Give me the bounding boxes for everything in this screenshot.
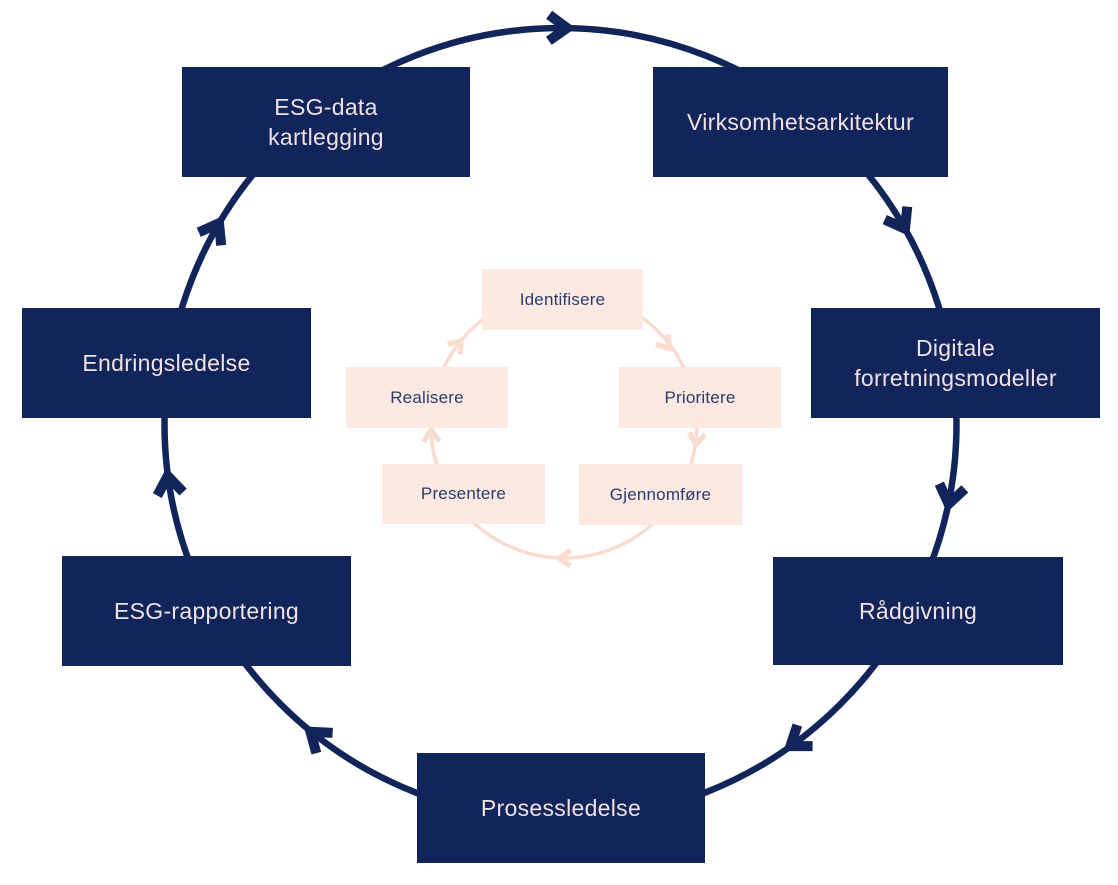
node-radgivning: Rådgivning — [773, 557, 1063, 665]
node-label: Endringsledelse — [82, 350, 251, 376]
node-label: Digitale — [915, 335, 996, 361]
node-label: Gjennomføre — [609, 484, 712, 504]
node-presentere: Presentere — [382, 464, 545, 524]
node-label: forretningsmodeller — [854, 365, 1057, 391]
node-digitale-forretningsmodeller: Digitale forretningsmodeller — [811, 308, 1100, 418]
node-esg-data-kartlegging: ESG-data kartlegging — [182, 67, 470, 177]
node-label: kartlegging — [268, 124, 384, 150]
arrow-presentere-to-realisere-icon — [421, 425, 442, 444]
node-label: Prioritere — [664, 387, 736, 407]
node-endringsledelse: Endringsledelse — [22, 308, 311, 418]
node-prosessledelse: Prosessledelse — [417, 753, 705, 863]
node-label: Realisere — [390, 387, 464, 407]
arrow-prosessledelse-to-esgrapportering-icon — [303, 726, 333, 755]
node-label: ESG-data — [274, 94, 378, 120]
arrow-virksomhetsarkitektur-to-digitale-icon — [882, 206, 913, 237]
arrow-identifisere-to-prioritere-icon — [655, 334, 672, 352]
node-virksomhetsarkitektur: Virksomhetsarkitektur — [653, 67, 948, 177]
node-label: Rådgivning — [858, 598, 978, 624]
node-identifisere: Identifisere — [482, 269, 643, 330]
arrow-realisere-to-identifisere-icon — [447, 337, 464, 355]
arrow-endringsledelse-to-esgdata-icon — [196, 215, 227, 246]
node-gjennomfore: Gjennomføre — [579, 464, 742, 525]
arrow-gjennomfore-to-presentere-icon — [554, 547, 573, 569]
arrow-radgivning-to-prosessledelse-icon — [783, 723, 813, 752]
arrow-esgrapportering-to-endringsledelse-icon — [152, 467, 187, 498]
node-label: Presentere — [420, 484, 507, 503]
arrow-esgdata-to-virksomhetsarkitektur-icon — [545, 10, 576, 45]
node-prioritere: Prioritere — [619, 367, 781, 428]
arrow-prioritere-to-gjennomfore-icon — [686, 431, 708, 450]
node-label: Virksomhetsarkitektur — [686, 109, 914, 135]
arrow-digitale-to-radgivning-icon — [934, 481, 969, 513]
node-label: Prosessledelse — [480, 795, 642, 821]
node-label: Identifisere — [519, 289, 606, 309]
node-esg-rapportering: ESG-rapportering — [62, 556, 351, 666]
node-label: ESG-rapportering — [113, 598, 300, 624]
node-realisere: Realisere — [346, 367, 508, 428]
